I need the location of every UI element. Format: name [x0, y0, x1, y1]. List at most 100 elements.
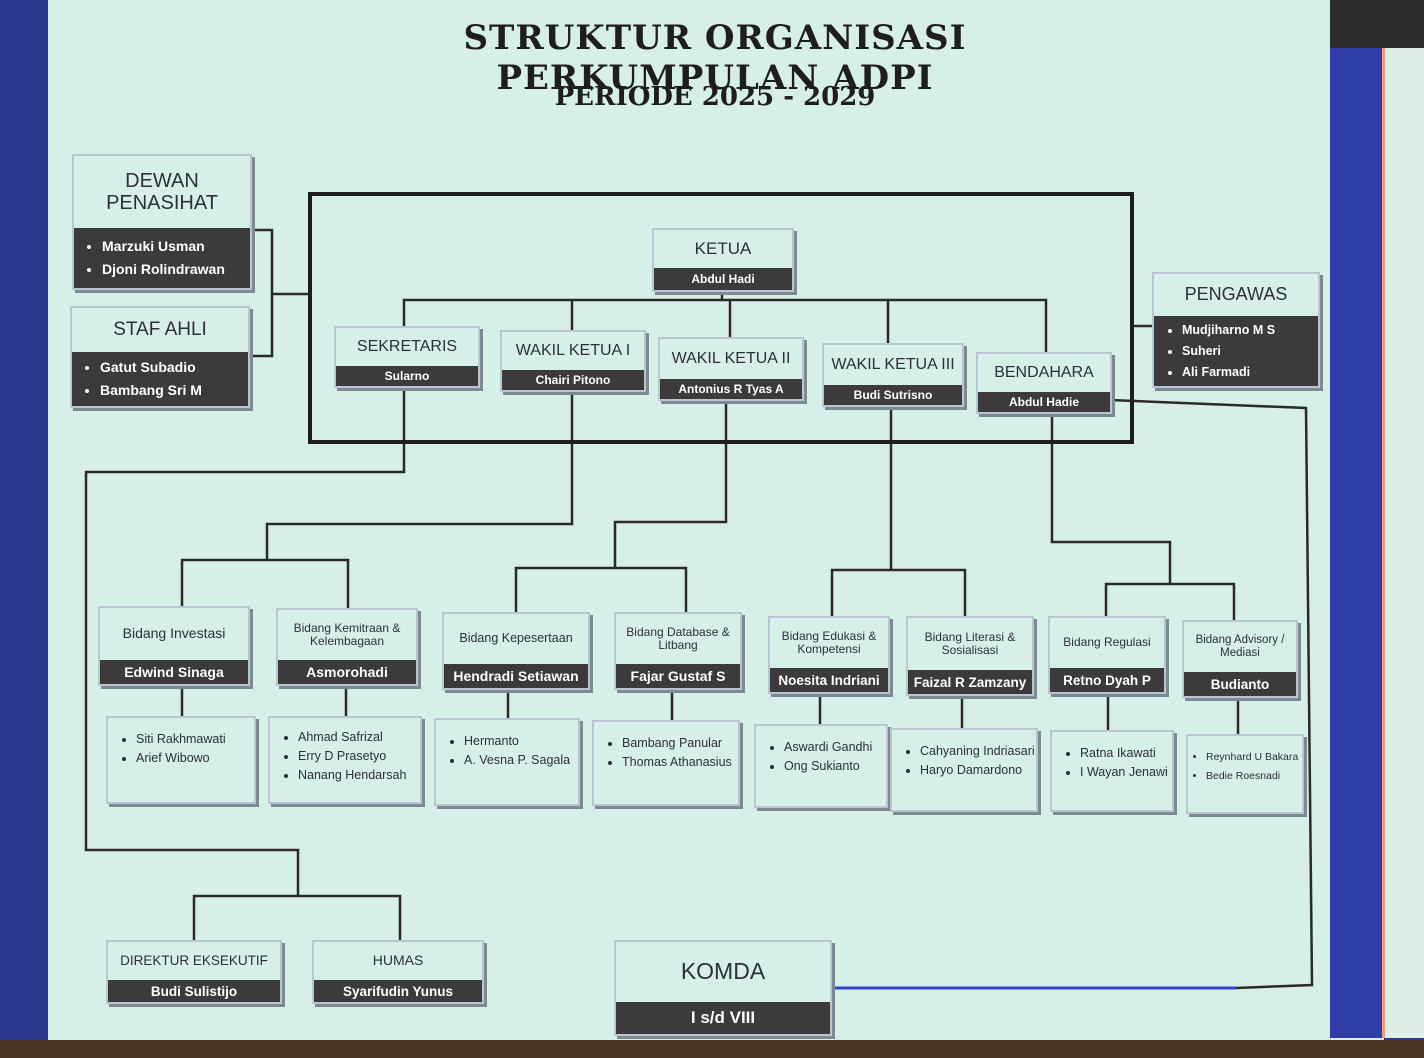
- bidang-members-box: Bambang Panular Thomas Athanasius: [592, 720, 740, 806]
- bidang-title: Bidang Advisory / Mediasi: [1195, 634, 1285, 659]
- bidang-head-name: Fajar Gustaf S: [616, 664, 740, 688]
- bidang-members-box: Cahyaning Indriasari Haryo Damardono: [890, 728, 1038, 812]
- member-name: Bedie Roesnadi: [1206, 767, 1302, 786]
- bidang-advisory-box: Bidang Advisory / Mediasi Budianto: [1182, 620, 1298, 698]
- member-name: Djoni Rolindrawan: [102, 258, 250, 281]
- screen-edge-blue: [1330, 48, 1382, 1038]
- bidang-members-box: Siti Rakhmawati Arief Wibowo: [106, 716, 256, 804]
- bottom-bezel: [0, 1040, 1424, 1058]
- bidang-head-name: Edwind Sinaga: [100, 660, 248, 684]
- wakil-ketua-2-title: WAKIL KETUA II: [671, 350, 791, 368]
- sekretaris-title: SEKRETARIS: [356, 338, 458, 356]
- core-board-frame: [308, 192, 1134, 444]
- dewan-penasihat-title: DEWAN PENASIHAT: [106, 170, 218, 214]
- ketua-name: Abdul Hadi: [654, 268, 792, 290]
- bidang-kepesertaan-box: Bidang Kepesertaan Hendradi Setiawan: [442, 612, 590, 690]
- bidang-members-box: Ratna Ikawati I Wayan Jenawi: [1050, 730, 1174, 812]
- member-name: Gatut Subadio: [100, 356, 248, 379]
- member-name: Siti Rakhmawati: [136, 730, 254, 749]
- bidang-literasi-box: Bidang Literasi & Sosialisasi Faizal R Z…: [906, 616, 1034, 696]
- bidang-head-name: Budianto: [1184, 672, 1296, 696]
- bidang-head-name: Hendradi Setiawan: [444, 664, 588, 688]
- humas-name: Syarifudin Yunus: [314, 980, 482, 1002]
- bendahara-name: Abdul Hadie: [978, 392, 1110, 412]
- member-name: Nanang Hendarsah: [298, 766, 420, 785]
- member-name: I Wayan Jenawi: [1080, 763, 1172, 782]
- sekretaris-box: SEKRETARIS Sularno: [334, 326, 480, 388]
- staf-ahli-box: STAF AHLI Gatut Subadio Bambang Sri M: [70, 306, 250, 408]
- bidang-head-name: Retno Dyah P: [1050, 668, 1164, 692]
- bidang-head-name: Faizal R Zamzany: [908, 670, 1032, 694]
- direktur-eksekutif-box: DIREKTUR EKSEKUTIF Budi Sulistijo: [106, 940, 282, 1004]
- bendahara-title: BENDAHARA: [994, 364, 1094, 382]
- member-name: Arief Wibowo: [136, 749, 254, 768]
- bendahara-box: BENDAHARA Abdul Hadie: [976, 352, 1112, 414]
- wakil-ketua-2-name: Antonius R Tyas A: [660, 379, 802, 399]
- bidang-title: Bidang Investasi: [122, 625, 226, 642]
- wakil-ketua-1-title: WAKIL KETUA I: [515, 342, 631, 360]
- bidang-regulasi-box: Bidang Regulasi Retno Dyah P: [1048, 616, 1166, 694]
- member-name: Thomas Athanasius: [622, 753, 738, 772]
- wakil-ketua-3-name: Budi Sutrisno: [824, 385, 962, 405]
- bidang-title: Bidang Kemitraan & Kelembagaan: [293, 620, 401, 648]
- pengawas-box: PENGAWAS Mudjiharno M S Suheri Ali Farma…: [1152, 272, 1320, 388]
- komda-title: KOMDA: [680, 958, 766, 985]
- bidang-members-box: Hermanto A. Vesna P. Sagala: [434, 718, 580, 806]
- pengawas-title: PENGAWAS: [1184, 284, 1288, 305]
- bidang-members-box: Ahmad Safrizal Erry D Prasetyo Nanang He…: [268, 716, 422, 804]
- staf-ahli-title: STAF AHLI: [113, 318, 207, 340]
- wakil-ketua-1-name: Chairi Pitono: [502, 370, 644, 390]
- chart-subtitle: PERIODE 2025 - 2029: [554, 82, 876, 112]
- pengawas-members: Mudjiharno M S Suheri Ali Farmadi: [1154, 316, 1318, 386]
- member-name: Ong Sukianto: [784, 757, 886, 776]
- bidang-title: Bidang Literasi & Sosialisasi: [924, 629, 1016, 657]
- bidang-title: Bidang Database & Litbang: [626, 624, 730, 652]
- bidang-kemitraan-box: Bidang Kemitraan & Kelembagaan Asmorohad…: [276, 608, 418, 686]
- member-name: Reynhard U Bakara: [1206, 748, 1302, 767]
- dewan-penasihat-members: Marzuki Usman Djoni Rolindrawan: [74, 228, 250, 288]
- bidang-title: Bidang Edukasi & Kompetensi: [781, 628, 877, 656]
- member-name: Marzuki Usman: [102, 235, 250, 258]
- member-name: Haryo Damardono: [920, 761, 1036, 780]
- komda-box: KOMDA I s/d VIII: [614, 940, 832, 1036]
- staf-ahli-members: Gatut Subadio Bambang Sri M: [72, 352, 248, 406]
- top-bezel: [1330, 0, 1424, 48]
- projection-screen: [48, 0, 1384, 1040]
- member-name: Hermanto: [464, 732, 578, 751]
- wakil-ketua-1-box: WAKIL KETUA I Chairi Pitono: [500, 330, 646, 392]
- komda-name: I s/d VIII: [616, 1002, 830, 1034]
- direktur-eksekutif-name: Budi Sulistijo: [108, 980, 280, 1002]
- member-name: Erry D Prasetyo: [298, 747, 420, 766]
- member-name: Ratna Ikawati: [1080, 744, 1172, 763]
- bidang-database-box: Bidang Database & Litbang Fajar Gustaf S: [614, 612, 742, 690]
- member-name: Ali Farmadi: [1182, 362, 1318, 383]
- wakil-ketua-3-box: WAKIL KETUA III Budi Sutrisno: [822, 343, 964, 407]
- member-name: Ahmad Safrizal: [298, 728, 420, 747]
- bidang-title: Bidang Regulasi: [1063, 635, 1151, 650]
- member-name: A. Vesna P. Sagala: [464, 751, 578, 770]
- bidang-head-name: Asmorohadi: [278, 660, 416, 684]
- bidang-members-box: Reynhard U Bakara Bedie Roesnadi: [1186, 734, 1304, 814]
- humas-box: HUMAS Syarifudin Yunus: [312, 940, 484, 1004]
- bidang-head-name: Noesita Indriani: [770, 668, 888, 692]
- sekretaris-name: Sularno: [336, 366, 478, 386]
- direktur-eksekutif-title: DIREKTUR EKSEKUTIF: [120, 952, 268, 968]
- dewan-penasihat-box: DEWAN PENASIHAT Marzuki Usman Djoni Roli…: [72, 154, 252, 290]
- bidang-investasi-box: Bidang Investasi Edwind Sinaga: [98, 606, 250, 686]
- ketua-title: KETUA: [694, 238, 752, 258]
- member-name: Suheri: [1182, 341, 1318, 362]
- ketua-box: KETUA Abdul Hadi: [652, 228, 794, 292]
- bidang-title: Bidang Kepesertaan: [459, 631, 573, 646]
- bidang-members-box: Aswardi Gandhi Ong Sukianto: [754, 724, 888, 808]
- humas-title: HUMAS: [372, 952, 424, 969]
- wakil-ketua-2-box: WAKIL KETUA II Antonius R Tyas A: [658, 337, 804, 401]
- member-name: Mudjiharno M S: [1182, 320, 1318, 341]
- member-name: Aswardi Gandhi: [784, 738, 886, 757]
- member-name: Bambang Sri M: [100, 379, 248, 402]
- screen-edge-orange: [1382, 48, 1424, 1038]
- member-name: Bambang Panular: [622, 734, 738, 753]
- member-name: Cahyaning Indriasari: [920, 742, 1036, 761]
- wakil-ketua-3-title: WAKIL KETUA III: [831, 356, 955, 374]
- bidang-edukasi-box: Bidang Edukasi & Kompetensi Noesita Indr…: [768, 616, 890, 694]
